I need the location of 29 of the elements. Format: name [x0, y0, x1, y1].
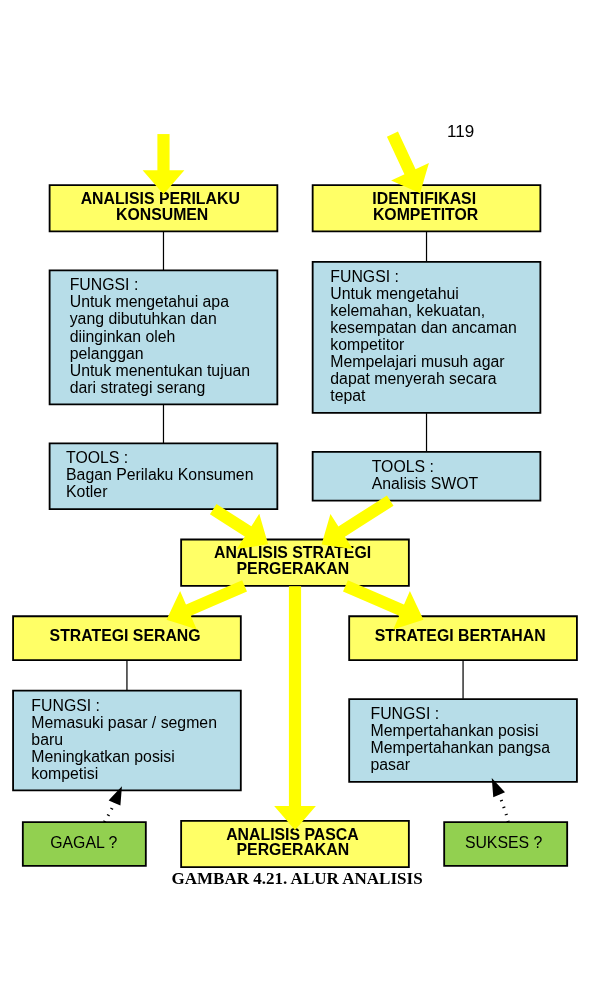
node-box: ANALISIS STRATEGI PERGERAKAN [180, 538, 410, 587]
node-box: FUNGSI : Mempertahankan posisi Mempertahankan pangsa pasar [348, 697, 578, 783]
node-box: FUNGSI : Memasuki pasar / segmen baru Meningkatkan posisi kompetisi [12, 689, 242, 791]
arrow [274, 585, 316, 830]
arrow [209, 503, 269, 549]
caption: GAMBAR 4.21. ALUR ANALISIS [171, 868, 423, 888]
connector [162, 403, 165, 444]
arrow [103, 785, 122, 823]
node-box: TOOLS : Analisis SWOT [311, 450, 542, 501]
arrow [491, 777, 510, 822]
node-box: FUNGSI : Untuk mengetahui apa yang dibutuhkan dan diinginkan oleh pelanggan Untuk menentukan tujuan dari strategi serang [48, 269, 279, 405]
node-box: FUNGSI : Untuk mengetahui kelemahan, kekuatan, kesempatan dan ancaman kompetitor Mempelajari musuh agar dapat menyerah secara tepat [311, 260, 542, 414]
connector [126, 659, 128, 691]
connector [162, 230, 165, 271]
node-box: STRATEGI SERANG [12, 614, 242, 661]
label: 119 [447, 121, 475, 141]
node-box: ANALISIS PERILAKU KONSUMEN [48, 183, 279, 232]
connector [462, 659, 464, 699]
arrow [142, 133, 185, 194]
connector [425, 412, 428, 452]
connector [425, 230, 428, 262]
node-box: ANALISIS PASCA PERGERAKAN [180, 819, 410, 868]
arrow [321, 494, 394, 549]
node-box: GAGAL ? [21, 820, 147, 867]
node-box: IDENTIFIKASI KOMPETITOR [311, 183, 542, 232]
node-box: SUKSES ? [443, 820, 569, 867]
arrow [386, 130, 429, 193]
node-box: TOOLS : Bagan Perilaku Konsumen Kotler [48, 441, 279, 510]
node-box: STRATEGI BERTAHAN [348, 614, 578, 661]
